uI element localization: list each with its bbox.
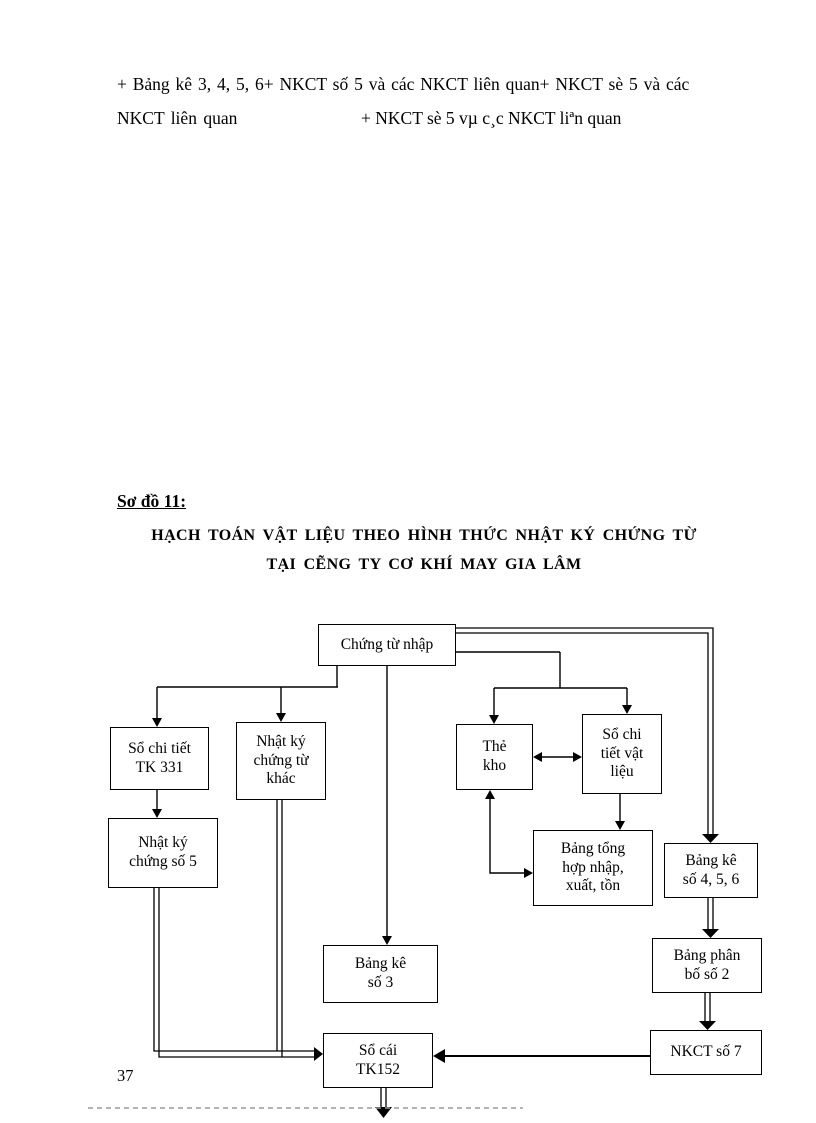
arrowhead <box>622 705 632 714</box>
arrowhead <box>433 1049 445 1063</box>
connector-socai-down <box>375 1088 392 1118</box>
connector-input-to-bangke3 <box>382 666 392 945</box>
box-nkct-so-7: NKCT số 7 <box>650 1030 762 1075</box>
arrowhead <box>615 821 625 830</box>
arrowhead <box>573 752 582 762</box>
box-bang-phan-bo-2: Bảng phân bố số 2 <box>652 938 762 993</box>
connector-vatlieu-to-tonghop <box>615 794 625 830</box>
arrowhead <box>152 718 162 727</box>
box-bang-ke-3: Bảng kê số 3 <box>323 945 438 1003</box>
diagram-label: Sơ đồ 11: <box>117 491 187 511</box>
intro-paragraph-line2-right: + NKCT sè 5 vµ c¸c NKCT liªn quan <box>361 108 622 128</box>
arrowhead <box>489 715 499 724</box>
box-label: Bảng tổng hợp nhập, xuất, tồn <box>560 839 626 895</box>
box-label: Sổ cái TK152 <box>356 1041 400 1078</box>
box-bang-ke-4-5-6: Bảng kê số 4, 5, 6 <box>664 843 758 898</box>
box-the-kho: Thẻ kho <box>456 724 533 790</box>
box-label: Chứng từ nhập <box>340 635 434 653</box>
box-label: Sổ chi tiết vật liệu <box>600 725 644 781</box>
box-label: Bảng phân bố số 2 <box>673 946 741 983</box>
arrowhead <box>485 790 495 799</box>
diagram-title-line2: TẠI CẼNG TY CƠ KHÍ MAY GIA LÂM <box>266 556 582 573</box>
box-label: Sổ chi tiết TK 331 <box>128 739 191 776</box>
box-nhat-ky-chung-so-5: Nhật ký chứng số 5 <box>108 818 218 888</box>
box-label: Bảng kê số 3 <box>354 955 407 991</box>
arrowhead <box>375 1107 392 1118</box>
box-chung-tu-nhap: Chứng từ nhập <box>318 624 456 666</box>
arrowhead <box>702 929 719 938</box>
arrowhead <box>699 1021 716 1030</box>
box-label: Nhật ký chứng từ khác <box>253 732 309 788</box>
page-number: 37 <box>117 1066 134 1085</box>
box-label: Bảng kê số 4, 5, 6 <box>682 851 740 888</box>
box-so-chi-tiet-vat-lieu: Sổ chi tiết vật liệu <box>582 714 662 794</box>
intro-paragraph-line1: + Bảng kê 3, 4, 5, 6+ NKCT số 5 và các N… <box>117 74 690 94</box>
box-so-chi-tiet-tk331: Sổ chi tiết TK 331 <box>110 727 209 790</box>
connector-nkct7-to-socai <box>433 1049 650 1063</box>
diagram-title-line1: HẠCH TOÁN VẬT LIỆU THEO HÌNH THỨC NHẬT K… <box>151 527 697 544</box>
box-so-cai-tk152: Sổ cái TK152 <box>323 1033 433 1088</box>
arrowhead <box>382 936 392 945</box>
box-label: Nhật ký chứng số 5 <box>129 834 197 870</box>
intro-paragraph-line2-left: NKCT liên quan <box>117 108 238 128</box>
connector-bangke456-to-phanbo2 <box>702 898 719 938</box>
arrowhead <box>314 1047 323 1061</box>
arrowhead <box>152 809 162 818</box>
box-label: Thẻ kho <box>482 738 507 774</box>
connector-thekho-tonghop <box>485 790 533 878</box>
connector-tk331-to-nkct5 <box>152 790 162 818</box>
arrowhead <box>524 868 533 878</box>
box-bang-tong-hop: Bảng tổng hợp nhập, xuất, tồn <box>533 830 653 906</box>
arrowhead <box>276 713 286 722</box>
arrowhead <box>533 752 542 762</box>
connector-phanbo2-to-nkct7 <box>699 993 716 1030</box>
connector-thekho-vatlieu <box>533 752 582 762</box>
connector-input-to-left-boxes <box>152 666 338 727</box>
box-label: NKCT số 7 <box>670 1043 742 1061</box>
arrowhead <box>702 834 719 843</box>
box-nhat-ky-chung-tu-khac: Nhật ký chứng từ khác <box>236 722 326 800</box>
